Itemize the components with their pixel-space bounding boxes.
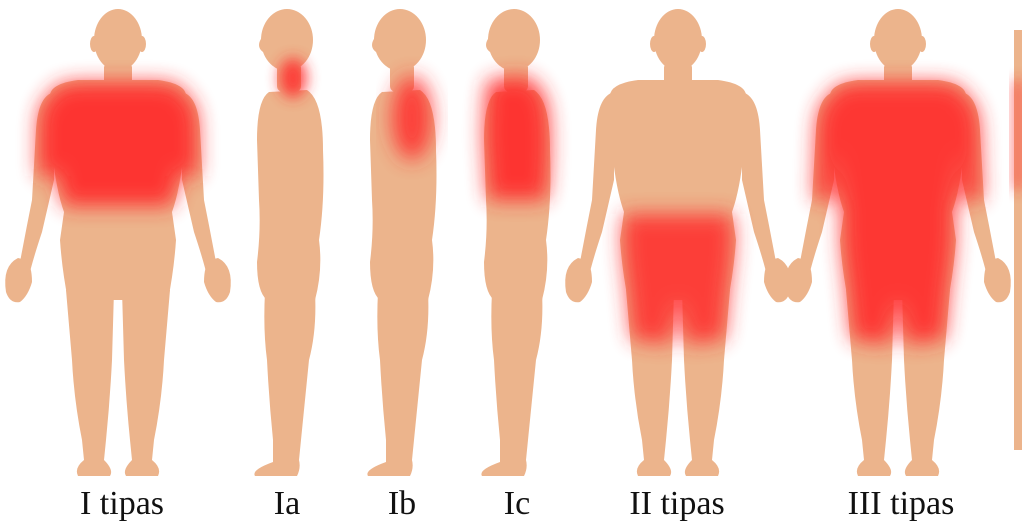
caption-ii-tipas: II tipas [629, 484, 724, 524]
partial-figure-edge [1014, 30, 1022, 450]
body-silhouette [367, 9, 436, 476]
figure-ii-tipas [565, 9, 791, 476]
highlight-region [484, 76, 550, 200]
caption-i-tipas: I tipas [80, 484, 164, 524]
caption-iii-tipas: III tipas [848, 484, 955, 524]
caption-ia: Ia [274, 484, 300, 524]
figure-ic [481, 9, 550, 476]
caption-ic: Ic [504, 484, 530, 524]
figure-iii-tipas [785, 9, 1011, 476]
figure-ia [254, 9, 323, 476]
highlight-region [814, 82, 982, 344]
figure-ib [367, 9, 436, 476]
body-silhouette [5, 9, 231, 476]
highlight-region [392, 76, 432, 160]
figure-i-tipas [5, 9, 231, 476]
highlight-region [38, 82, 198, 206]
highlight-region [622, 214, 733, 344]
caption-ib: Ib [388, 484, 416, 524]
highlight-region [279, 58, 307, 98]
